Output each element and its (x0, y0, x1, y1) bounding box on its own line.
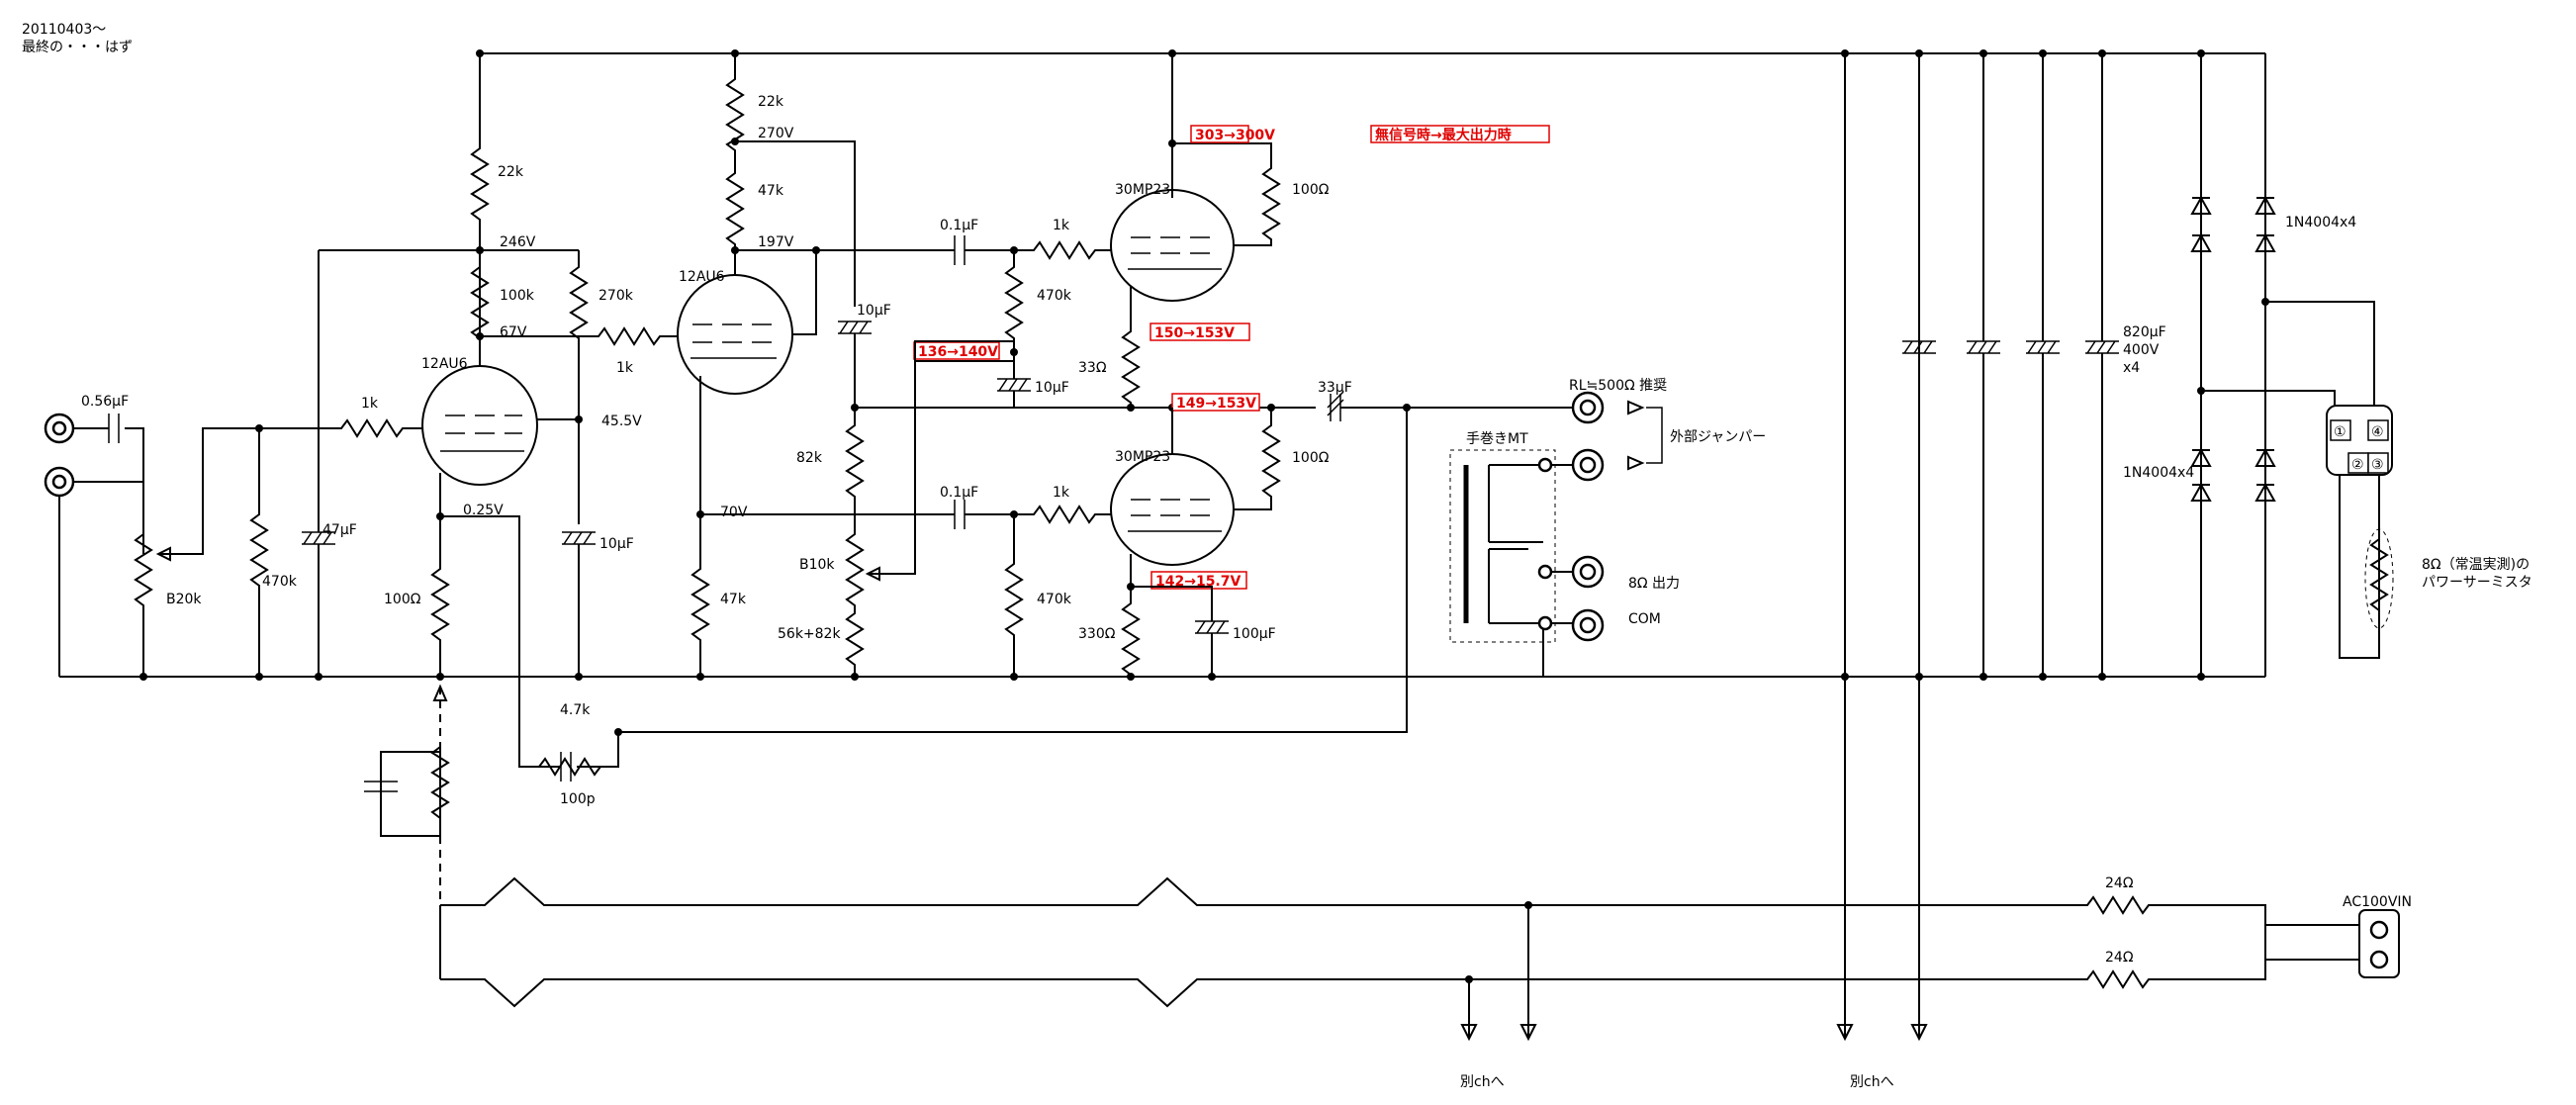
v0-25-label: 0.25V (463, 503, 504, 518)
out8-label: 8Ω 出力 (1628, 576, 1680, 592)
r-47k-bot-label: 47k (720, 592, 747, 607)
r-22k-b-label: 22k (758, 94, 784, 110)
r-1k-g3-label: 1k (1053, 218, 1070, 233)
tube-v3 (1110, 189, 1235, 302)
r-100-p3-label: 100Ω (1292, 182, 1330, 198)
rl-label: RL≒500Ω 推奨 (1569, 378, 1667, 394)
c-10u-v2-label: 10μF (857, 303, 891, 319)
c-820u-v-label: 400V (2123, 342, 2160, 358)
c-100p-label: 100p (560, 791, 596, 807)
filter-caps (1902, 53, 2119, 677)
tube-v4-label: 30MP23 (1115, 449, 1170, 465)
thermistor-outline (2364, 528, 2394, 629)
r-82k-label: 82k (796, 450, 823, 466)
v70-label: 70V (720, 505, 748, 520)
r-330-label: 330Ω (1078, 626, 1116, 642)
c-10u-k3-label: 10μF (1035, 380, 1069, 396)
ac-in-label: AC100VIN (2343, 894, 2412, 910)
r-33-label: 33Ω (1078, 360, 1107, 376)
pin-2: ② (2351, 457, 2364, 473)
c-820u-label: 820μF (2123, 324, 2166, 340)
thermistor-label: 8Ω（常温実測)の (2422, 557, 2530, 573)
hand-mt-label: 手巻きMT (1466, 431, 1528, 447)
c-47u-label: 47μF (322, 522, 357, 538)
meas-m4: 149→153V (1176, 396, 1256, 412)
c-01u-a-label: 0.1μF (940, 218, 978, 233)
c-in-label: 0.56μF (81, 394, 129, 410)
other-ch-2: 別chへ (1850, 1074, 1894, 1090)
header-note: 最終の・・・はず (22, 40, 133, 55)
r-4-7k-label: 4.7k (560, 702, 591, 718)
v246-label: 246V (500, 234, 536, 250)
pin-1: ① (2334, 424, 2346, 440)
tube-v2 (677, 274, 793, 395)
r-470k-in-label: 470k (262, 574, 298, 590)
tube-v1 (421, 365, 538, 486)
v67-label: 67V (500, 324, 527, 340)
vr-b20k-label: B20k (166, 592, 202, 607)
pin-3: ③ (2371, 457, 2384, 473)
thermistor-label-2: パワーサーミスタ (2422, 575, 2532, 591)
tube-v2-label: 12AU6 (679, 269, 725, 285)
d-top-label: 1N4004x4 (2285, 215, 2356, 230)
meas-m2: 150→153V (1154, 325, 1235, 341)
r-56k82k-label: 56k+82k (778, 626, 841, 642)
meas-legend: 無信号時→最大出力時 (1375, 127, 1512, 143)
tube-v3-label: 30MP23 (1115, 182, 1170, 198)
c-10u-sg-label: 10μF (599, 536, 634, 552)
com-label: COM (1628, 611, 1661, 627)
r-22k-a-label: 22k (498, 164, 524, 180)
v45-5-label: 45.5V (601, 414, 642, 429)
r-100k-label: 100k (500, 288, 535, 304)
header-date: 20110403～ (22, 22, 106, 38)
r-1k-g4-label: 1k (1053, 485, 1070, 501)
v270-label: 270V (758, 126, 794, 141)
d-bot-label: 1N4004x4 (2123, 465, 2194, 481)
vr-b10k-label: B10k (799, 557, 835, 573)
pin-4: ④ (2371, 424, 2384, 440)
other-ch-1: 別chへ (1460, 1074, 1505, 1090)
r-24-b-label: 24Ω (2105, 950, 2134, 966)
r-470k-g4-label: 470k (1037, 592, 1072, 607)
tube-v1-label: 12AU6 (421, 356, 468, 372)
c-100u-label: 100μF (1233, 626, 1276, 642)
r-47k-top-label: 47k (758, 183, 784, 199)
bridge-rectifier (2190, 53, 2276, 677)
ac-inlet[interactable] (2358, 909, 2400, 978)
c-01u-b-label: 0.1μF (940, 485, 978, 501)
c-33u-label: 33μF (1318, 380, 1352, 396)
meas-m3: 136→140V (918, 344, 998, 360)
r-1k-g2-label: 1k (616, 360, 634, 376)
r-24-a-label: 24Ω (2105, 875, 2134, 891)
r-100-cath1-label: 100Ω (384, 592, 421, 607)
ext-jumper-label: 外部ジャンパー (1670, 429, 1766, 445)
tube-v4 (1110, 453, 1235, 566)
r-270k-label: 270k (598, 288, 634, 304)
c-820u-n-label: x4 (2123, 360, 2140, 376)
r-470k-g3-label: 470k (1037, 288, 1072, 304)
r-1k-g1-label: 1k (361, 396, 379, 412)
v197-label: 197V (758, 234, 794, 250)
r-100-p4-label: 100Ω (1292, 450, 1330, 466)
meas-m1: 303→300V (1195, 128, 1275, 143)
transformer-box (1449, 449, 1556, 643)
